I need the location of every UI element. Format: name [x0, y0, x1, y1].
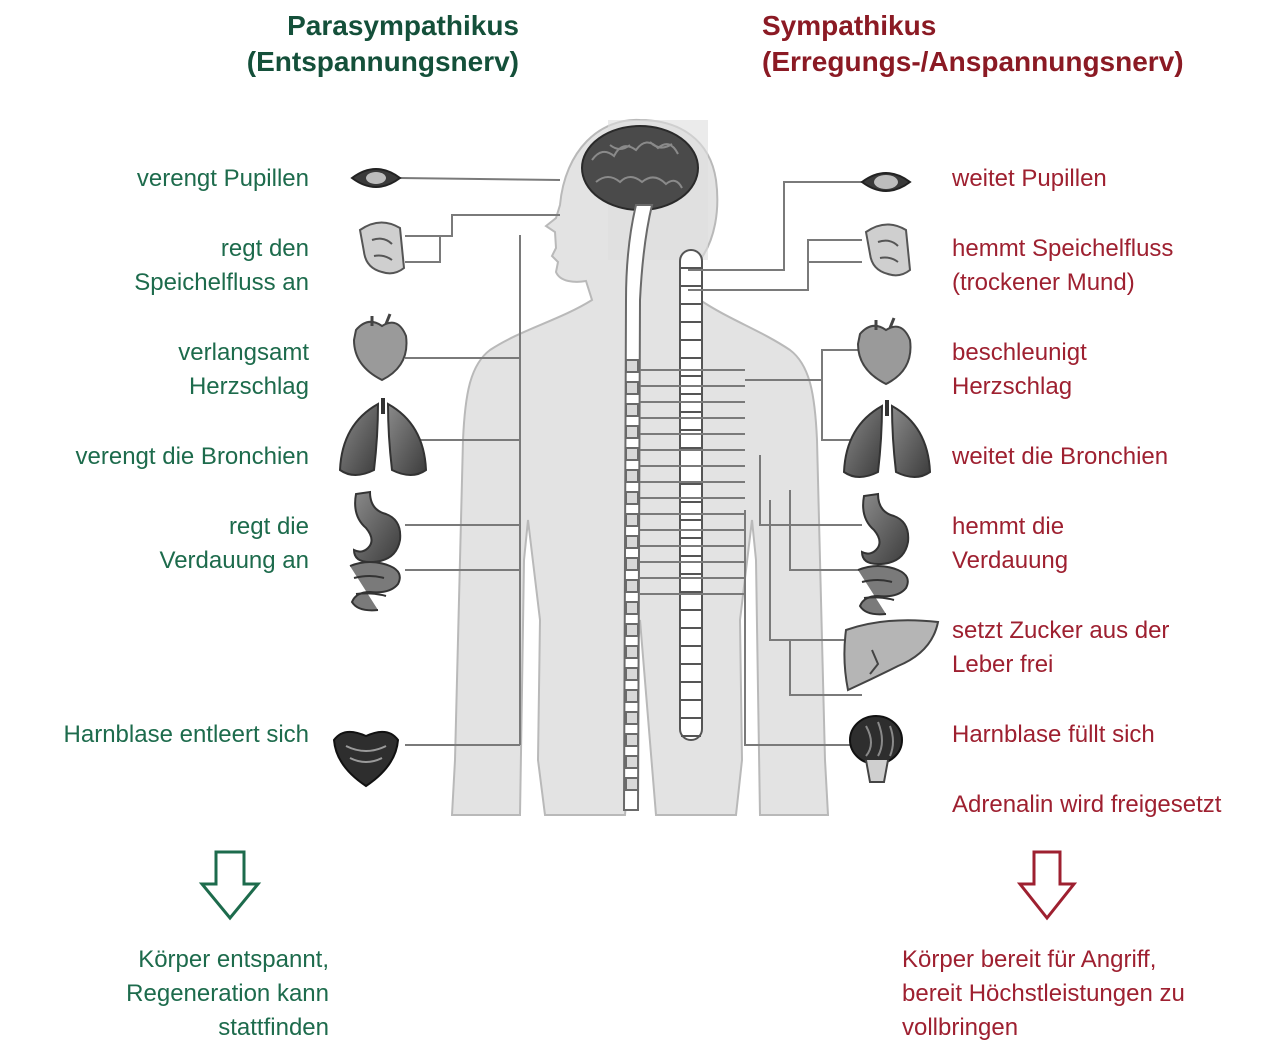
sym-result-line1: Körper bereit für Angriff,	[902, 943, 1185, 977]
para-label-heart: verlangsamt Herzschlag	[178, 336, 309, 404]
vertebra-segment	[626, 492, 638, 504]
sym-label-saliva-line1: hemmt Speichelfluss	[952, 232, 1173, 266]
sym-label-pupils: weitet Pupillen	[952, 162, 1107, 196]
heart-icon-right	[858, 318, 911, 384]
vertebra-segment	[626, 690, 638, 702]
vertebra-segment	[626, 426, 638, 438]
bladder-icon-left	[334, 732, 398, 786]
intestine-icon-right	[858, 566, 908, 614]
salivary-gland-icon-right	[866, 224, 910, 275]
para-label-pupils: verengt Pupillen	[137, 162, 309, 196]
salivary-gland-icon-left	[360, 222, 404, 273]
vertebra-segment	[626, 580, 638, 592]
down-arrow-icon-right	[1020, 852, 1074, 918]
sym-label-heart-line1: beschleunigt	[952, 336, 1087, 370]
sym-label-liver-line2: Leber frei	[952, 648, 1169, 682]
vertebra-segment	[626, 558, 638, 570]
para-label-heart-line1: verlangsamt	[178, 336, 309, 370]
vertebra-segment	[626, 536, 638, 548]
bladder-icon-right	[850, 716, 902, 782]
vertebra-segment	[626, 668, 638, 680]
brain-icon	[582, 126, 698, 210]
sym-label-heart-line2: Herzschlag	[952, 370, 1087, 404]
down-arrow-icon-left	[202, 852, 258, 918]
sym-result: Körper bereit für Angriff, bereit Höchst…	[902, 943, 1185, 1045]
para-label-digestion-line2: Verdauung an	[160, 544, 309, 578]
para-label-bronchi: verengt die Bronchien	[76, 440, 309, 474]
sym-label-bronchi: weitet die Bronchien	[952, 440, 1168, 474]
stomach-icon-right	[862, 494, 908, 564]
eye-icon-left	[352, 169, 400, 187]
para-label-digestion: regt die Verdauung an	[160, 510, 309, 578]
eye-icon-right	[862, 173, 910, 191]
para-label-saliva-line2: Speichelfluss an	[134, 266, 309, 300]
sym-label-digestion: hemmt die Verdauung	[952, 510, 1068, 578]
vertebra-segment	[626, 382, 638, 394]
heart-icon-left	[354, 314, 407, 380]
sympathetic-title-subtitle: (Erregungs-/Anspannungsnerv)	[762, 44, 1184, 80]
sym-label-adrenaline: Adrenalin wird freigesetzt	[952, 788, 1221, 822]
para-label-bladder: Harnblase entleert sich	[64, 718, 309, 752]
vertebra-segment	[626, 756, 638, 768]
vertebra-segment	[626, 646, 638, 658]
sym-label-heart: beschleunigt Herzschlag	[952, 336, 1087, 404]
sym-result-line3: vollbringen	[902, 1011, 1185, 1045]
sym-label-saliva-line2: (trockener Mund)	[952, 266, 1173, 300]
sym-label-digestion-line2: Verdauung	[952, 544, 1068, 578]
vertebra-segment	[626, 448, 638, 460]
sympathetic-title: Sympathikus (Erregungs-/Anspannungsnerv)	[762, 8, 1184, 80]
vertebra-segment	[626, 712, 638, 724]
parasympathetic-title: Parasympathikus (Entspannungsnerv)	[247, 8, 519, 80]
sym-label-liver: setzt Zucker aus der Leber frei	[952, 614, 1169, 682]
vertebra-segment	[626, 514, 638, 526]
vertebra-segment	[626, 404, 638, 416]
sympathetic-title-name: Sympathikus	[762, 8, 1184, 44]
sympathetic-ganglion-chain	[680, 250, 702, 740]
lungs-icon-left	[340, 398, 426, 475]
vertebra-segment	[626, 360, 638, 372]
vertebra-segment	[626, 734, 638, 746]
liver-icon-right	[844, 620, 938, 690]
vertebra-segment	[626, 778, 638, 790]
vertebra-segment	[626, 624, 638, 636]
para-label-digestion-line1: regt die	[160, 510, 309, 544]
sym-label-digestion-line1: hemmt die	[952, 510, 1068, 544]
lungs-icon-right	[844, 400, 930, 477]
sym-label-saliva: hemmt Speichelfluss (trockener Mund)	[952, 232, 1173, 300]
sym-result-line2: bereit Höchstleistungen zu	[902, 977, 1185, 1011]
vertebra-segment	[626, 602, 638, 614]
para-label-saliva-line1: regt den	[134, 232, 309, 266]
intestine-icon-left	[350, 562, 400, 610]
sym-label-bladder: Harnblase füllt sich	[952, 718, 1155, 752]
parasympathetic-title-subtitle: (Entspannungsnerv)	[247, 44, 519, 80]
para-result: Körper entspannt, Regeneration kann stat…	[126, 943, 329, 1045]
sym-label-liver-line1: setzt Zucker aus der	[952, 614, 1169, 648]
vertebra-segment	[626, 470, 638, 482]
para-result-line1: Körper entspannt,	[126, 943, 329, 977]
para-result-line3: stattfinden	[126, 1011, 329, 1045]
para-label-heart-line2: Herzschlag	[178, 370, 309, 404]
stomach-icon-left	[354, 492, 400, 562]
para-result-line2: Regeneration kann	[126, 977, 329, 1011]
para-label-saliva: regt den Speichelfluss an	[134, 232, 309, 300]
parasympathetic-title-name: Parasympathikus	[247, 8, 519, 44]
